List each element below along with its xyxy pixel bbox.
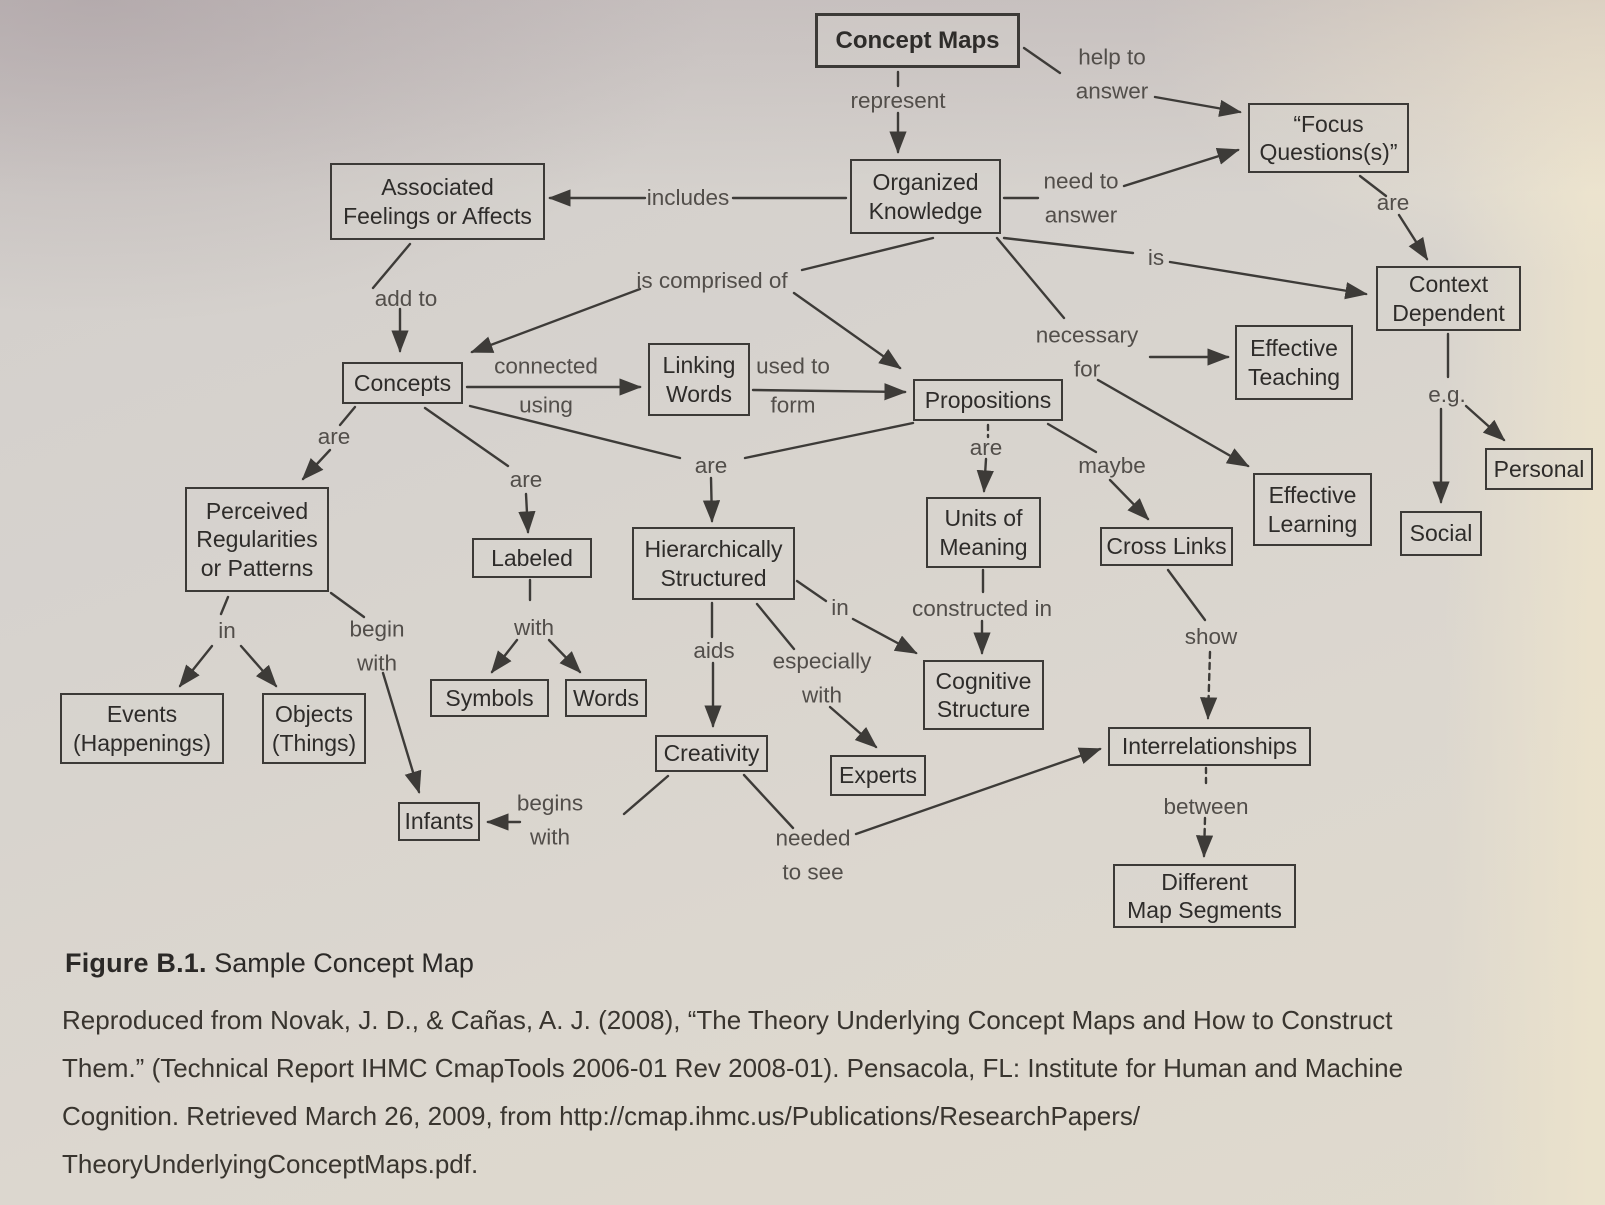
node-labeled: Labeled xyxy=(472,538,592,578)
edge-label-help-to-answer: help to answer xyxy=(1075,44,1149,103)
node-propositions: Propositions xyxy=(913,379,1063,421)
edge-label-used-to-form: used to form xyxy=(756,353,830,418)
edge-label-necessary-for: necessary for xyxy=(1035,322,1139,381)
node-social: Social xyxy=(1400,511,1482,556)
edge-label-are-units: are xyxy=(969,435,1003,461)
node-organized-knowledge: Organized Knowledge xyxy=(850,159,1001,234)
figure-caption-label: Figure B.1. xyxy=(65,948,207,978)
edge-label-are-context: are xyxy=(1376,190,1410,216)
node-perceived-regularities: Perceived Regularities or Patterns xyxy=(185,487,329,592)
edge-label-add-to: add to xyxy=(374,286,438,312)
node-concept-maps: Concept Maps xyxy=(815,13,1020,68)
edge-label-show: show xyxy=(1184,624,1238,650)
node-events: Events (Happenings) xyxy=(60,693,224,764)
node-effective-learning: Effective Learning xyxy=(1253,473,1372,546)
node-objects: Objects (Things) xyxy=(262,693,366,764)
edge-label-is: is xyxy=(1147,245,1165,271)
edge-label-in-events: in xyxy=(218,618,236,644)
node-symbols: Symbols xyxy=(430,679,549,717)
node-effective-teaching: Effective Teaching xyxy=(1235,325,1353,400)
edge-label-maybe: maybe xyxy=(1078,453,1146,479)
edge-label-especially-with: especially with xyxy=(772,648,872,707)
node-interrelationships: Interrelationships xyxy=(1108,727,1311,766)
edge-label-are-perceived: are xyxy=(317,424,351,450)
figure-citation: Reproduced from Novak, J. D., & Cañas, A… xyxy=(62,996,1542,1188)
node-cognitive-structure: Cognitive Structure xyxy=(923,660,1044,730)
edge-label-includes: includes xyxy=(646,185,730,211)
node-concepts: Concepts xyxy=(342,362,463,404)
node-focus-questions: “Focus Questions(s)” xyxy=(1248,103,1409,173)
node-experts: Experts xyxy=(830,755,926,796)
figure-caption-title: Sample Concept Map xyxy=(214,948,474,978)
citation-line: Reproduced from Novak, J. D., & Cañas, A… xyxy=(62,1005,1393,1035)
edge-label-between: between xyxy=(1163,794,1249,820)
node-words: Words xyxy=(565,679,647,717)
node-personal: Personal xyxy=(1485,448,1593,490)
node-cross-links: Cross Links xyxy=(1100,527,1233,566)
edge-label-in-cognitive: in xyxy=(831,595,849,621)
node-hierarchically-structured: Hierarchically Structured xyxy=(632,527,795,600)
node-associated-feelings: Associated Feelings or Affects xyxy=(330,163,545,240)
edge-label-with: with xyxy=(513,615,555,641)
edge-label-aids: aids xyxy=(693,638,735,664)
edge-label-is-comprised-of: is comprised of xyxy=(636,268,788,294)
edge-label-are-labeled: are xyxy=(509,467,543,493)
edge-label-are-hierarchical: are xyxy=(694,453,728,479)
edge-label-begins-with: begins with xyxy=(516,790,584,849)
node-creativity: Creativity xyxy=(655,735,768,772)
node-linking-words: Linking Words xyxy=(648,343,750,416)
edge-label-begin-with: begin with xyxy=(349,616,405,675)
edge-label-need-to-answer: need to answer xyxy=(1043,168,1119,227)
citation-line: Cognition. Retrieved March 26, 2009, fro… xyxy=(62,1101,1141,1131)
edge-label-needed-to-see: needed to see xyxy=(775,825,851,884)
citation-line: Them.” (Technical Report IHMC CmapTools … xyxy=(62,1053,1404,1083)
edge-label-eg: e.g. xyxy=(1428,382,1466,408)
citation-line: TheoryUnderlyingConceptMaps.pdf. xyxy=(62,1149,479,1179)
node-different-map-segments: Different Map Segments xyxy=(1113,864,1296,928)
edge-label-connected-using: connected using xyxy=(494,353,598,418)
edge-label-constructed-in: constructed in xyxy=(911,596,1053,622)
edge-label-represent: represent xyxy=(850,88,946,114)
node-context-dependent: Context Dependent xyxy=(1376,266,1521,331)
node-infants: Infants xyxy=(398,802,480,841)
node-units-of-meaning: Units of Meaning xyxy=(926,497,1041,568)
figure-caption: Figure B.1. Sample Concept Map xyxy=(65,948,474,979)
